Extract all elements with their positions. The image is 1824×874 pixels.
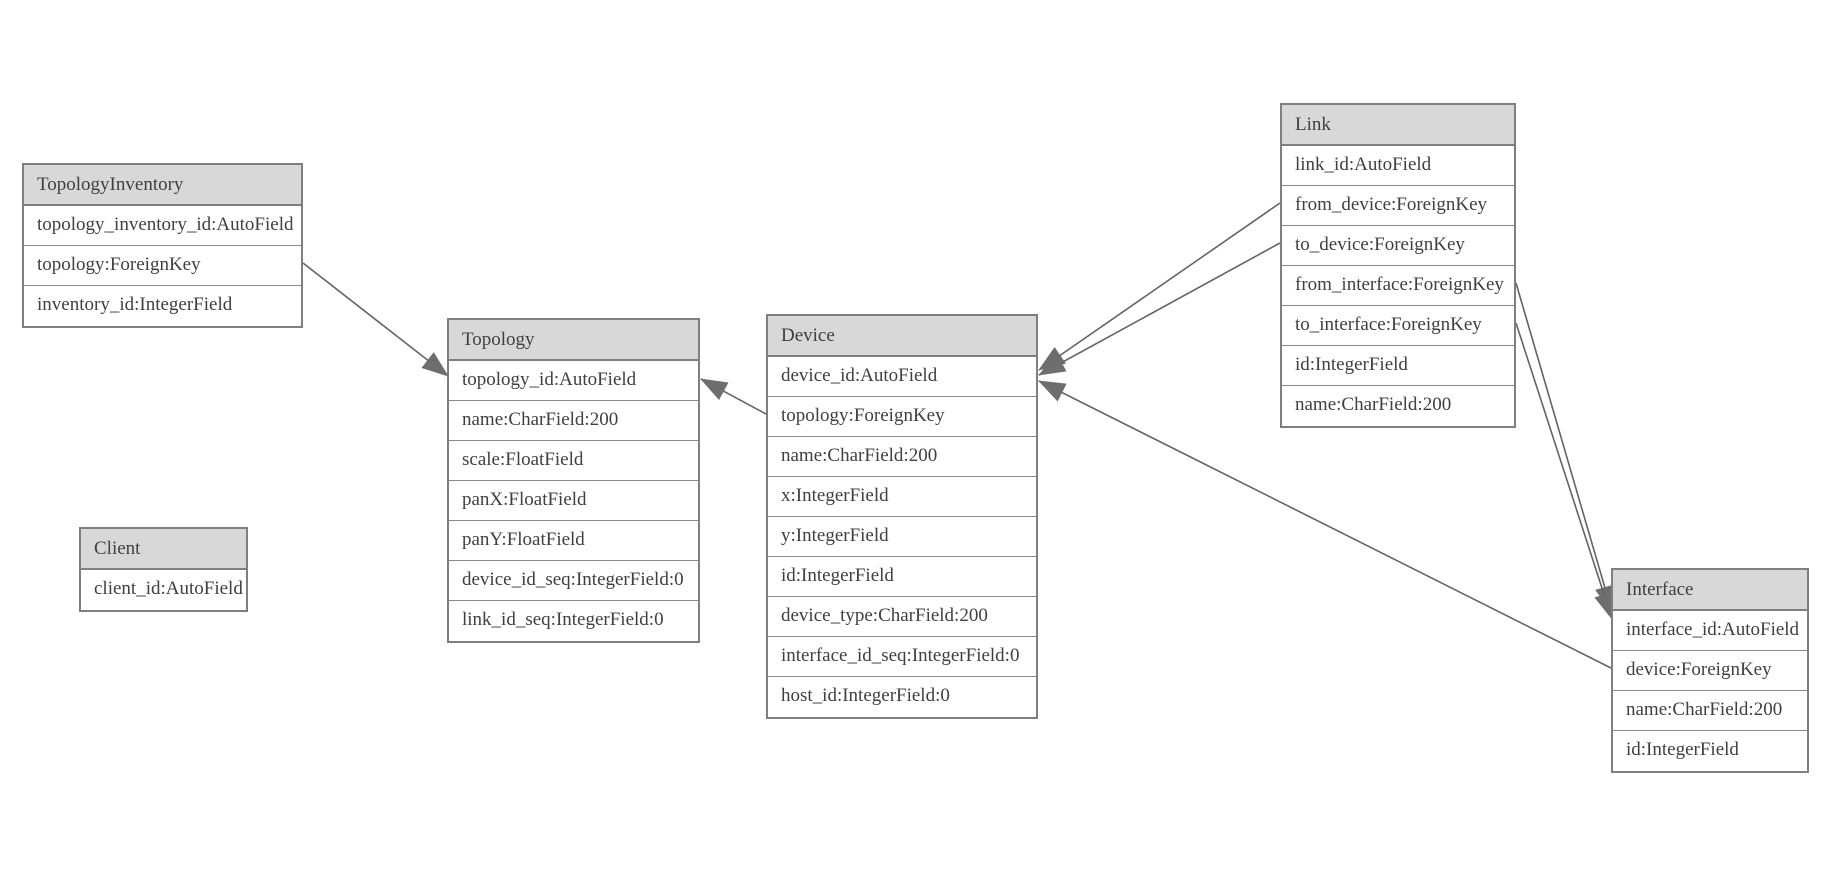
edge-topologyinventory-topology-to-topology [302,262,449,377]
field-row-link-2: to_device:ForeignKey [1282,226,1514,266]
field-row-topology-4: panY:FloatField [449,521,698,561]
edge-link-from_interface-to-interface [1515,282,1615,614]
field-row-topology-1: name:CharField:200 [449,401,698,441]
field-row-device-6: device_type:CharField:200 [768,597,1036,637]
field-row-link-5: id:IntegerField [1282,346,1514,386]
field-row-topology-inventory-2: inventory_id:IntegerField [24,286,301,326]
field-row-link-6: name:CharField:200 [1282,386,1514,426]
field-row-device-5: id:IntegerField [768,557,1036,597]
field-row-topology-3: panX:FloatField [449,481,698,521]
edge-link-to_device-to-device [1038,242,1281,376]
field-row-interface-1: device:ForeignKey [1613,651,1807,691]
entity-title-link: Link [1282,105,1514,146]
edge-link-to_interface-to-interface [1515,322,1614,621]
field-row-device-4: y:IntegerField [768,517,1036,557]
field-row-interface-2: name:CharField:200 [1613,691,1807,731]
field-row-device-3: x:IntegerField [768,477,1036,517]
field-row-device-7: interface_id_seq:IntegerField:0 [768,637,1036,677]
field-row-interface-0: interface_id:AutoField [1613,611,1807,651]
field-row-topology-2: scale:FloatField [449,441,698,481]
entity-title-interface: Interface [1613,570,1807,611]
edge-link-from_device-to-device [1038,202,1281,371]
field-row-device-0: device_id:AutoField [768,357,1036,397]
field-row-device-2: name:CharField:200 [768,437,1036,477]
field-row-topology-inventory-0: topology_inventory_id:AutoField [24,206,301,246]
entity-title-topology: Topology [449,320,698,361]
edge-interface-device-to-device [1038,380,1612,669]
edge-device-topology-to-topology [700,378,767,415]
field-row-client-0: client_id:AutoField [81,570,246,610]
field-row-device-8: host_id:IntegerField:0 [768,677,1036,717]
field-row-link-4: to_interface:ForeignKey [1282,306,1514,346]
entity-title-client: Client [81,529,246,570]
field-row-link-1: from_device:ForeignKey [1282,186,1514,226]
field-row-topology-5: device_id_seq:IntegerField:0 [449,561,698,601]
field-row-device-1: topology:ForeignKey [768,397,1036,437]
field-row-topology-6: link_id_seq:IntegerField:0 [449,601,698,641]
field-row-topology-0: topology_id:AutoField [449,361,698,401]
field-row-link-3: from_interface:ForeignKey [1282,266,1514,306]
field-row-link-0: link_id:AutoField [1282,146,1514,186]
field-row-topology-inventory-1: topology:ForeignKey [24,246,301,286]
field-row-interface-3: id:IntegerField [1613,731,1807,771]
entity-title-device: Device [768,316,1036,357]
entity-title-topology-inventory: TopologyInventory [24,165,301,206]
